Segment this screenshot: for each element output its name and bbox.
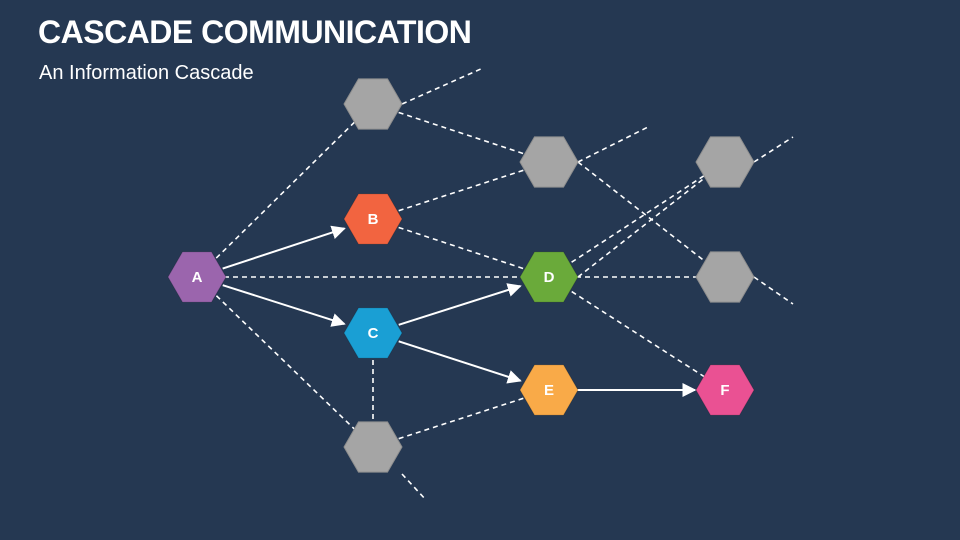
node-c-hexagon	[343, 307, 403, 359]
dashed-link-a-g5	[196, 276, 374, 448]
edges-layer	[196, 67, 794, 501]
inactive-node-hexagon	[343, 421, 403, 473]
dashed-link-g5-e	[372, 389, 550, 448]
slide-subtitle: An Information Cascade	[39, 62, 254, 84]
dashed-tail-line	[577, 161, 726, 278]
node-f-hexagon	[695, 364, 755, 416]
inactive-node	[343, 421, 403, 473]
arrow-a-c	[222, 284, 346, 327]
node-b-label: B	[368, 211, 379, 228]
inactive-node-hexagon	[343, 78, 403, 130]
node-e: E	[519, 364, 579, 416]
inactive-node-hexagon	[695, 136, 755, 188]
node-a-hexagon	[167, 251, 227, 303]
node-e-label: E	[544, 382, 554, 399]
node-d-label: D	[544, 269, 555, 286]
node-d-hexagon	[519, 251, 579, 303]
inactive-node	[695, 251, 755, 303]
node-b: B	[343, 193, 403, 245]
inactive-node	[695, 136, 755, 188]
node-f: F	[695, 364, 755, 416]
arrow-a-b	[222, 225, 346, 270]
dashed-link-d-f	[548, 276, 726, 391]
node-a: A	[167, 251, 227, 303]
dashed-tail-line	[401, 473, 427, 501]
nodes-layer: A B C D E F	[167, 78, 755, 473]
inactive-node	[519, 136, 579, 188]
inactive-node-hexagon	[695, 251, 755, 303]
node-f-label: F	[720, 382, 729, 399]
dashed-link-d-g3	[548, 161, 726, 278]
dashed-tail-line	[401, 67, 484, 105]
node-e-hexagon	[519, 364, 579, 416]
node-c-label: C	[368, 325, 379, 342]
inactive-node	[343, 78, 403, 130]
node-c: C	[343, 307, 403, 359]
dashed-link-a-g1	[196, 103, 374, 278]
slide-title: CASCADE COMMUNICATION	[38, 14, 472, 50]
dashed-link-b-g2	[372, 161, 550, 220]
dashed-link-b-d	[372, 218, 550, 278]
arrow-c-d	[398, 283, 522, 326]
node-b-hexagon	[343, 193, 403, 245]
node-d: D	[519, 251, 579, 303]
inactive-node-hexagon	[519, 136, 579, 188]
dashed-tail-line	[753, 276, 794, 305]
dashed-tail-line	[753, 136, 794, 163]
node-a-label: A	[192, 269, 203, 286]
dashed-link-g1-g2	[372, 103, 550, 163]
dashed-tail-line	[577, 126, 649, 163]
arrow-c-e	[398, 340, 522, 384]
